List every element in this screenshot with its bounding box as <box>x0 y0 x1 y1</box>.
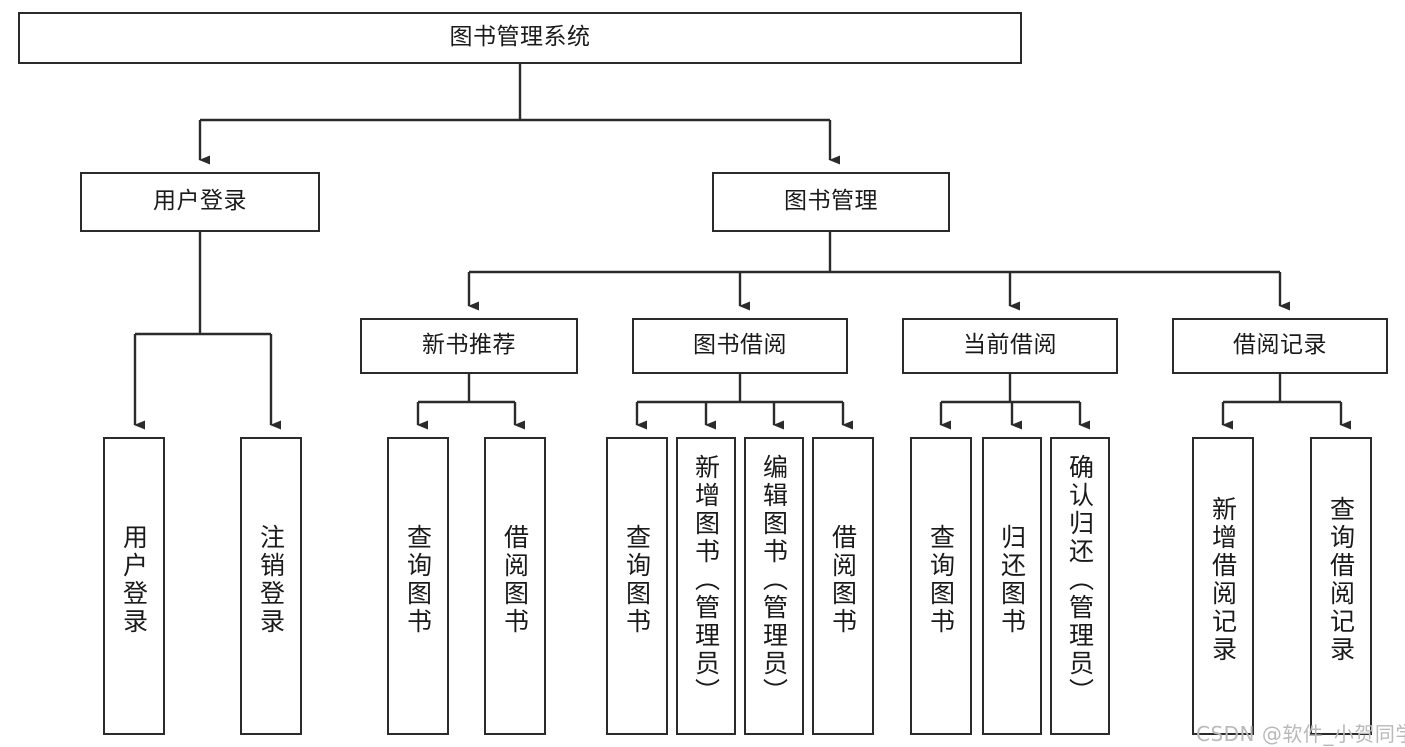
leaf-node-edit-book-admin-label: 编辑图书（管理员） <box>759 454 789 706</box>
csdn-watermark: CSDN @软件_小贺同学 <box>1196 722 1405 746</box>
node-borrow-record[interactable]: 借阅记录 <box>1172 318 1388 374</box>
node-new-book-recommend-label: 新书推荐 <box>422 332 516 359</box>
node-root[interactable]: 图书管理系统 <box>18 12 1022 64</box>
leaf-node-logout-label: 注销登录 <box>256 524 286 636</box>
leaf-node-query-borrow-record-label: 查询借阅记录 <box>1326 496 1356 664</box>
leaf-node-user-login[interactable]: 用户登录 <box>103 437 165 735</box>
leaf-node-borrow-book-recommend-label: 借阅图书 <box>500 524 530 636</box>
node-current-borrow-label: 当前借阅 <box>963 332 1057 359</box>
leaf-node-borrow-book-label: 借阅图书 <box>828 524 858 636</box>
leaf-node-add-book-admin-label: 新增图书（管理员） <box>691 454 721 706</box>
node-user-login-label: 用户登录 <box>153 188 247 215</box>
leaf-node-query-borrow-record[interactable]: 查询借阅记录 <box>1310 437 1372 735</box>
node-book-borrow[interactable]: 图书借阅 <box>632 318 848 374</box>
leaf-node-borrow-book-recommend[interactable]: 借阅图书 <box>484 437 546 735</box>
leaf-node-add-book-admin[interactable]: 新增图书（管理员） <box>676 437 736 735</box>
leaf-node-query-book-recommend[interactable]: 查询图书 <box>387 437 449 735</box>
node-user-login[interactable]: 用户登录 <box>80 172 320 232</box>
leaf-node-return-book[interactable]: 归还图书 <box>982 437 1042 735</box>
leaf-node-add-borrow-record[interactable]: 新增借阅记录 <box>1192 437 1254 735</box>
leaf-node-edit-book-admin[interactable]: 编辑图书（管理员） <box>744 437 804 735</box>
leaf-node-query-book-current[interactable]: 查询图书 <box>910 437 972 735</box>
leaf-node-query-book-current-label: 查询图书 <box>926 524 956 636</box>
node-root-label: 图书管理系统 <box>449 24 591 51</box>
node-book-borrow-label: 图书借阅 <box>693 332 787 359</box>
leaf-node-query-book-borrow[interactable]: 查询图书 <box>606 437 668 735</box>
leaf-node-query-book-borrow-label: 查询图书 <box>622 524 652 636</box>
leaf-node-logout[interactable]: 注销登录 <box>240 437 302 735</box>
node-book-management[interactable]: 图书管理 <box>712 172 950 232</box>
leaf-node-return-book-label: 归还图书 <box>997 524 1027 636</box>
leaf-node-query-book-recommend-label: 查询图书 <box>403 524 433 636</box>
leaf-node-confirm-return-admin[interactable]: 确认归还（管理员） <box>1050 437 1110 735</box>
node-current-borrow[interactable]: 当前借阅 <box>902 318 1118 374</box>
leaf-node-add-borrow-record-label: 新增借阅记录 <box>1208 496 1238 664</box>
node-borrow-record-label: 借阅记录 <box>1233 332 1327 359</box>
node-new-book-recommend[interactable]: 新书推荐 <box>360 318 578 374</box>
node-book-management-label: 图书管理 <box>784 188 878 215</box>
leaf-node-borrow-book[interactable]: 借阅图书 <box>812 437 874 735</box>
leaf-node-confirm-return-admin-label: 确认归还（管理员） <box>1065 454 1095 706</box>
leaf-node-user-login-label: 用户登录 <box>119 524 149 636</box>
